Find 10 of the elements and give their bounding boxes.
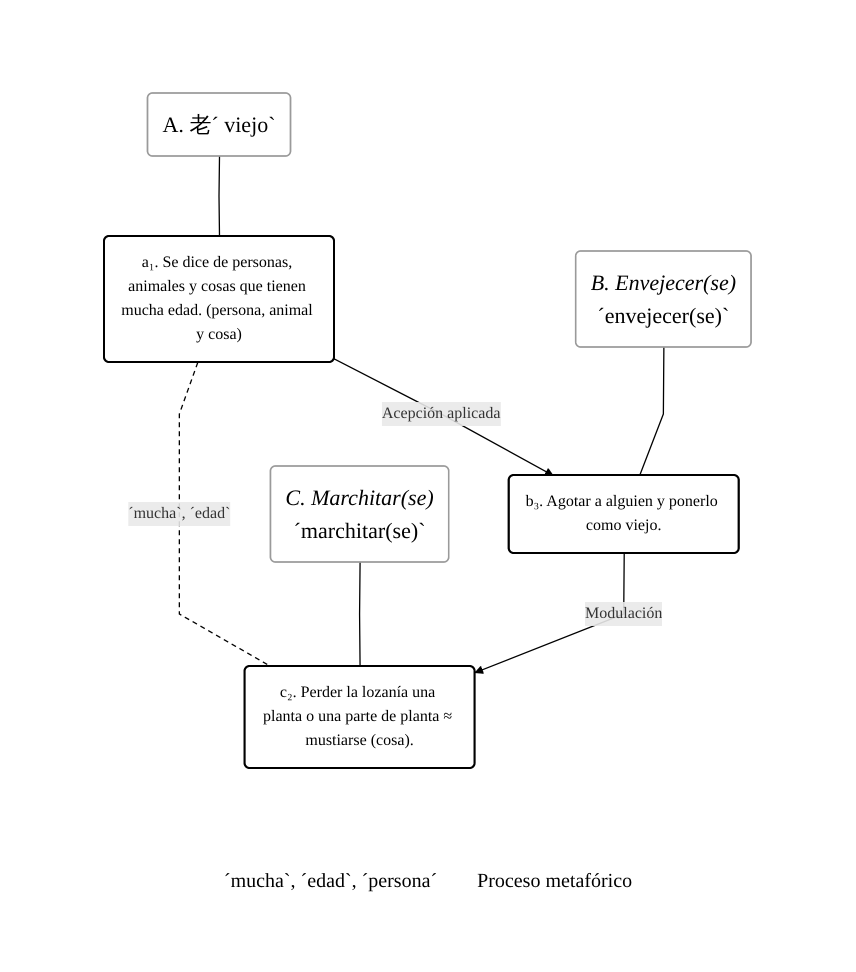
node-text: a₁. Se dice de personas, animales y cosas que tienen mucha edad. (persona, animal y cosa) bbox=[122, 254, 314, 342]
connector bbox=[640, 347, 665, 476]
edge-label: Acepción aplicada bbox=[382, 404, 501, 422]
connector bbox=[218, 156, 221, 236]
edge-label: ´mucha`, ´edad` bbox=[128, 504, 231, 522]
arrow bbox=[334, 358, 554, 476]
note-text: ´mucha`, ´edad`, ´persona´ bbox=[224, 870, 438, 893]
edge-label: Modulación bbox=[586, 604, 663, 622]
connector bbox=[359, 562, 362, 666]
note-text: Proceso metafórico bbox=[477, 870, 632, 893]
